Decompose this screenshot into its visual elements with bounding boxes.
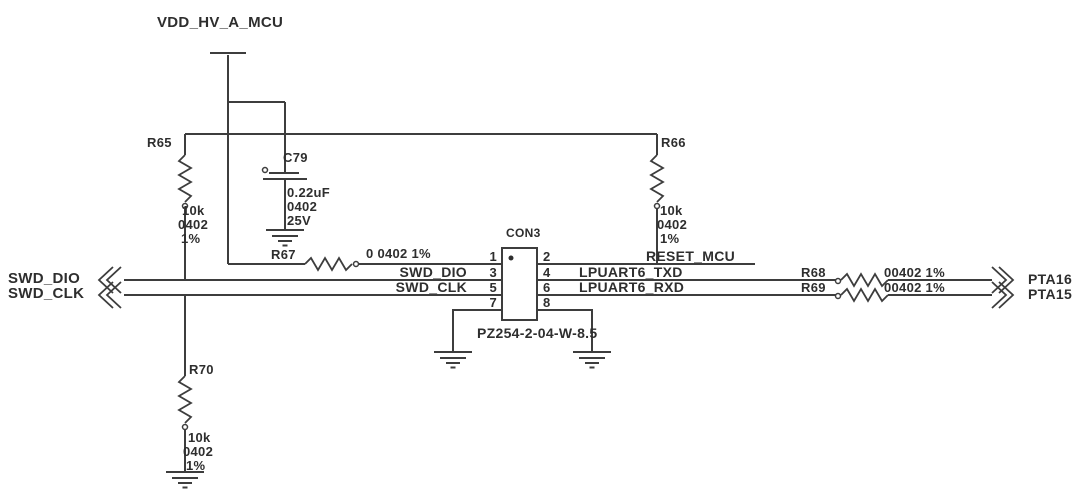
net-swd-clk-label: SWD_CLK — [396, 279, 467, 295]
r66-pin-marker — [653, 202, 661, 210]
con3-pin8-number: 8 — [543, 295, 551, 310]
capacitor-c79 — [261, 166, 307, 230]
r66-value: 10k — [660, 203, 683, 218]
r70-pin-marker — [181, 423, 189, 431]
c79-pin-marker — [261, 166, 269, 174]
r70-package: 0402 — [183, 444, 213, 459]
r69-ref: R69 — [801, 280, 826, 295]
con3-pin1-number: 1 — [489, 249, 497, 264]
pin7-ground-wire — [452, 309, 502, 352]
con3-part-number: PZ254-2-04-W-8.5 — [477, 325, 597, 341]
r70-ref: R70 — [189, 362, 214, 377]
c79-ref: C79 — [283, 150, 308, 165]
r69-spec: 00402 1% — [884, 280, 945, 295]
con3-pin6-number: 6 — [543, 280, 551, 295]
power-net-label: VDD_HV_A_MCU — [157, 14, 283, 31]
con3-pin7-number: 7 — [489, 295, 497, 310]
r68-spec: 00402 1% — [884, 265, 945, 280]
r67-spec: 0 0402 1% — [366, 246, 431, 261]
r68-ref: R68 — [801, 265, 826, 280]
c79-package: 0402 — [287, 199, 317, 214]
off-page-connector-left — [97, 266, 122, 309]
r66-ref: R66 — [661, 135, 686, 150]
r67-pin-marker — [352, 260, 360, 268]
resistor-r69 — [834, 287, 992, 303]
con3-ref: CON3 — [506, 226, 541, 240]
port-swd-dio-label: SWD_DIO — [8, 270, 80, 287]
r65-tolerance: 1% — [181, 231, 201, 246]
ground-r70 — [165, 471, 205, 489]
net-reset-label: RESET_MCU — [646, 248, 735, 264]
ground-pin7 — [433, 351, 473, 369]
r70-tolerance: 1% — [186, 458, 206, 473]
pin8-ground-wire — [537, 309, 593, 352]
c79-value: 0.22uF — [287, 185, 330, 200]
r70-value: 10k — [188, 430, 211, 445]
off-page-connector-right — [991, 266, 1015, 309]
con3-pin2-number: 2 — [543, 249, 551, 264]
r66-package: 0402 — [657, 217, 687, 232]
vdd-power-rail — [185, 52, 657, 265]
r68-pin-marker — [834, 277, 842, 285]
resistor-r65 — [177, 134, 193, 280]
con3-pin4-number: 4 — [543, 265, 551, 280]
ground-c79 — [265, 229, 305, 247]
con3-pin5-number: 5 — [489, 280, 497, 295]
port-pta15-label: PTA15 — [1028, 286, 1072, 302]
r69-pin-marker — [834, 292, 842, 300]
port-pta16-label: PTA16 — [1028, 271, 1072, 287]
con3-pin3-number: 3 — [489, 265, 497, 280]
port-swd-clk-label: SWD_CLK — [8, 285, 84, 302]
r65-pin-marker — [181, 202, 189, 210]
resistor-r66 — [649, 134, 665, 264]
c79-voltage: 25V — [287, 213, 311, 228]
net-swd-dio-label: SWD_DIO — [400, 264, 467, 280]
connector-con3 — [501, 247, 538, 321]
r66-tolerance: 1% — [660, 231, 680, 246]
con3-pin1-dot — [508, 255, 514, 261]
resistor-r67 — [304, 256, 502, 272]
r65-package: 0402 — [178, 217, 208, 232]
ground-pin8 — [572, 351, 612, 369]
r65-ref: R65 — [147, 135, 172, 150]
net-txd-label: LPUART6_TXD — [579, 264, 683, 280]
r67-ref: R67 — [271, 247, 296, 262]
r65-value: 10k — [182, 203, 205, 218]
resistor-r70 — [177, 295, 193, 471]
net-rxd-label: LPUART6_RXD — [579, 279, 684, 295]
resistor-r68 — [834, 272, 992, 288]
